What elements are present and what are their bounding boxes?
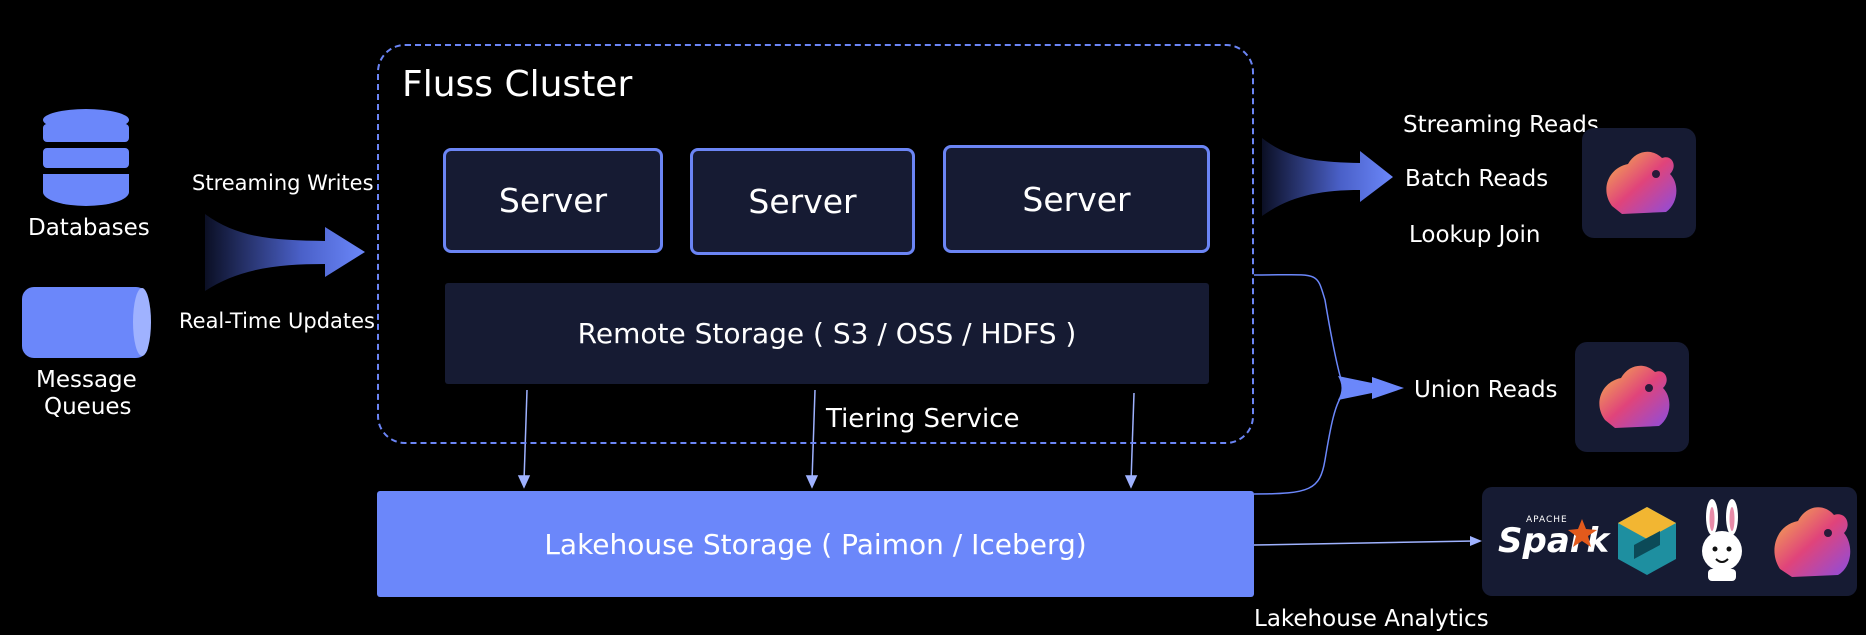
message-queues-label-line2: Queues <box>44 394 132 420</box>
message-queues-label-line1: Message <box>36 367 137 393</box>
streaming-reads-label: Streaming Reads <box>1403 112 1599 138</box>
flink-squirrel-icon <box>1774 507 1851 577</box>
server-3: Server <box>943 145 1210 253</box>
spark-logo: APACHE Spark <box>1498 503 1609 573</box>
spark-label: Spark <box>1498 521 1610 561</box>
flink-squirrel-icon <box>1606 151 1677 214</box>
queue-icon <box>22 287 151 358</box>
databases-label: Databases <box>28 215 150 241</box>
lookup-join-label: Lookup Join <box>1409 222 1541 248</box>
union-connector-top <box>1253 273 1346 389</box>
tiering-service-label: Tiering Service <box>826 404 1020 434</box>
flink-union-box <box>1575 342 1689 452</box>
analytics-arrow <box>1253 536 1482 546</box>
union-reads-label: Union Reads <box>1414 377 1558 403</box>
union-connector-bottom <box>1253 391 1346 495</box>
database-icon <box>43 109 129 206</box>
reads-arrow <box>1262 138 1393 216</box>
analytics-engines-box: APACHE Spark <box>1482 487 1857 596</box>
realtime-updates-label: Real-Time Updates <box>179 309 375 333</box>
remote-storage: Remote Storage ( S3 / OSS / HDFS ) <box>445 283 1209 384</box>
paimon-logo <box>1618 507 1676 575</box>
spark-star-icon <box>1568 519 1597 547</box>
union-arrow <box>1338 376 1404 400</box>
spark-small-label: APACHE <box>1526 515 1568 525</box>
cluster-title: Fluss Cluster <box>402 64 633 105</box>
write-arrow <box>205 214 365 291</box>
iceberg-rabbit-logo <box>1702 499 1742 581</box>
streaming-writes-label: Streaming Writes <box>192 171 374 195</box>
server-1: Server <box>443 148 663 253</box>
flink-streaming-box <box>1582 128 1696 238</box>
flink-squirrel-icon <box>1599 365 1670 428</box>
batch-reads-label: Batch Reads <box>1405 166 1549 192</box>
lakehouse-storage: Lakehouse Storage ( Paimon / Iceberg) <box>377 491 1254 597</box>
server-2: Server <box>690 148 915 255</box>
fluss-cluster <box>377 44 1254 444</box>
lakehouse-analytics-label: Lakehouse Analytics <box>1254 606 1489 632</box>
tiering-arrows <box>517 389 1138 489</box>
